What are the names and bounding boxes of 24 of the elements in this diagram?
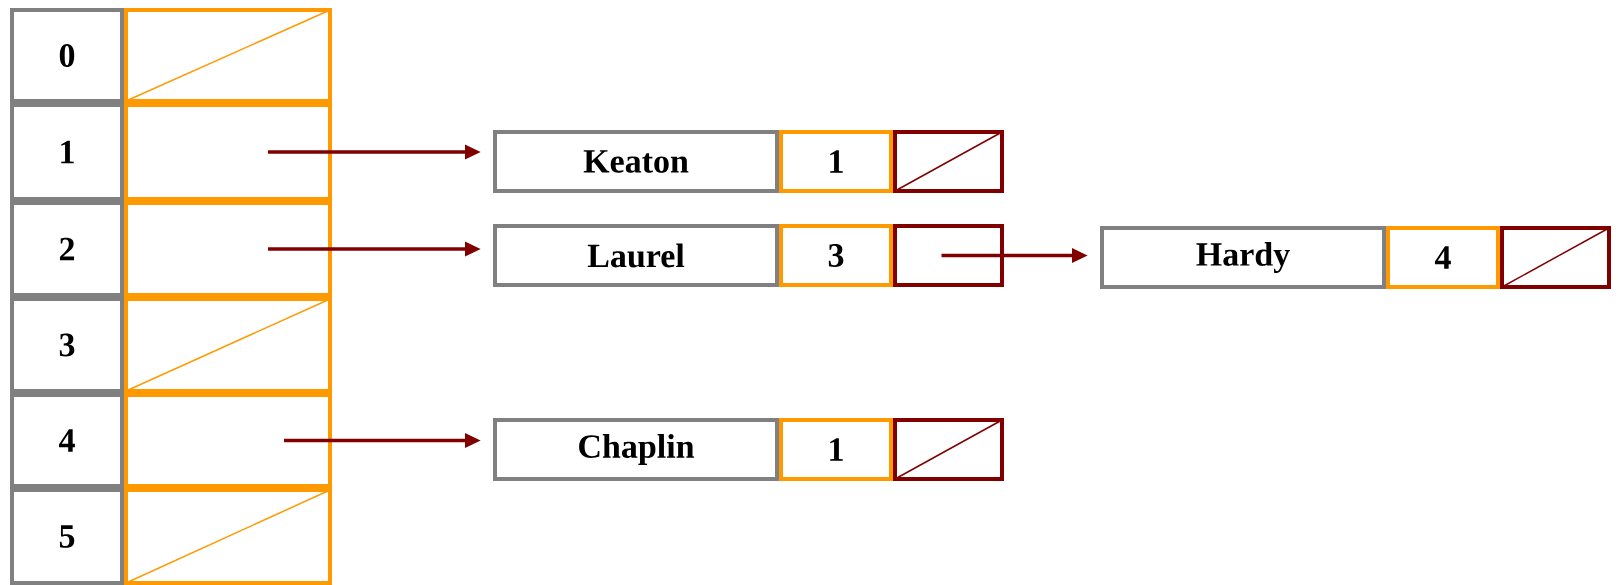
next-pointer-cell	[893, 418, 1004, 481]
name-field: Keaton	[493, 130, 779, 193]
next-pointer-cell	[893, 130, 1004, 193]
index-cell: 2	[10, 201, 124, 297]
pointer-cell	[124, 8, 332, 103]
pointer-cell	[124, 103, 332, 201]
pointer-cell	[124, 297, 332, 393]
index-cell: 4	[10, 393, 124, 488]
count-field: 3	[779, 224, 893, 287]
name-field: Chaplin	[493, 418, 779, 481]
index-cell: 3	[10, 297, 124, 393]
next-pointer-cell	[1500, 226, 1611, 289]
count-field: 1	[779, 418, 893, 481]
count-field: 1	[779, 130, 893, 193]
index-cell: 0	[10, 8, 124, 103]
next-pointer-cell	[893, 224, 1004, 287]
name-field: Hardy	[1100, 226, 1386, 289]
pointer-cell	[124, 488, 332, 585]
pointer-cell	[124, 201, 332, 297]
index-cell: 1	[10, 103, 124, 201]
count-field: 4	[1386, 226, 1500, 289]
pointer-cell	[124, 393, 332, 488]
index-cell: 5	[10, 488, 124, 585]
name-field: Laurel	[493, 224, 779, 287]
